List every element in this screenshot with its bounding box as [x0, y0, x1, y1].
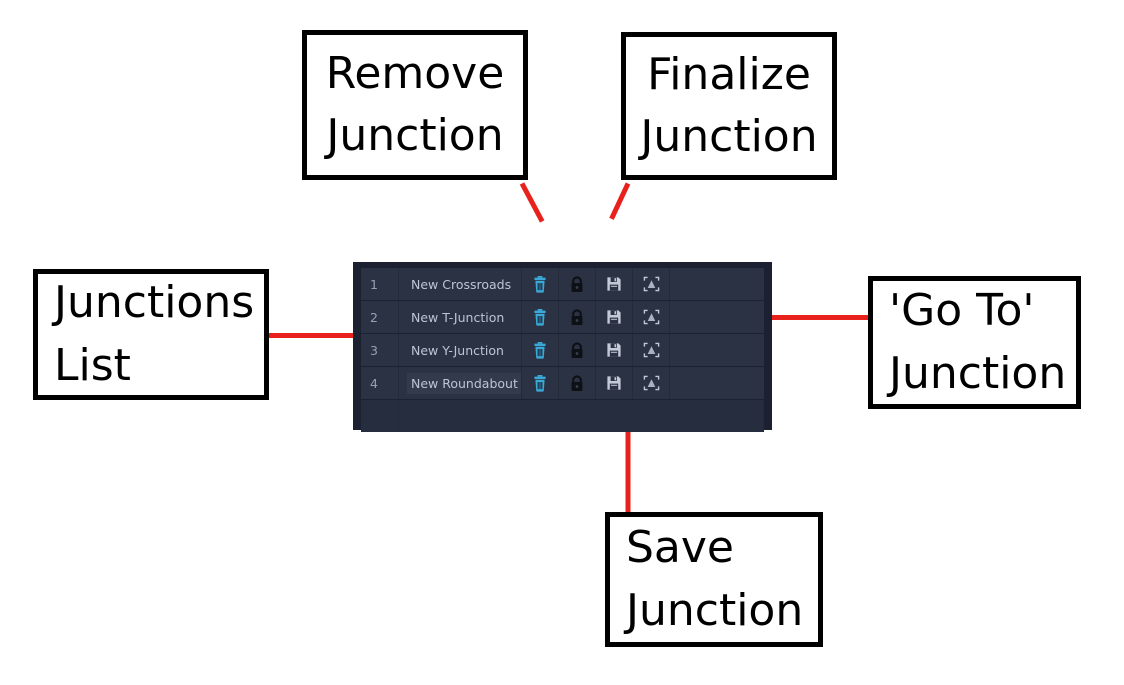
callout-save-junction: Save Junction [605, 512, 823, 647]
callout-line-1: Junctions [54, 277, 255, 329]
callout-line-1: Finalize [647, 48, 811, 100]
trash-icon[interactable] [532, 374, 548, 392]
junctions-table: 1 New Crossroads [361, 268, 764, 432]
table-row[interactable]: 2 New T-Junction [361, 301, 764, 334]
row-index: 2 [361, 301, 399, 333]
floppy-disk-icon[interactable] [606, 276, 622, 292]
trash-icon[interactable] [532, 341, 548, 359]
floppy-disk-icon[interactable] [606, 309, 622, 325]
remove-junction-button[interactable] [522, 301, 559, 333]
junction-name-cell[interactable]: New T-Junction [399, 301, 522, 333]
junction-name-input[interactable]: New Y-Junction [411, 342, 504, 358]
goto-target-icon[interactable] [643, 309, 660, 325]
junction-name-cell[interactable]: New Crossroads [399, 268, 522, 300]
goto-junction-button[interactable] [633, 367, 670, 399]
junction-name-cell[interactable]: New Roundabout [399, 367, 522, 399]
finalize-junction-button[interactable] [559, 301, 596, 333]
row-spacer [670, 334, 764, 366]
callout-line-2: Junction [626, 584, 804, 636]
junction-name-cell[interactable]: New Y-Junction [399, 334, 522, 366]
finalize-junction-button[interactable] [559, 367, 596, 399]
save-junction-button[interactable] [596, 334, 633, 366]
goto-junction-button[interactable] [633, 268, 670, 300]
leader-line-remove [519, 182, 545, 223]
finalize-junction-button[interactable] [559, 334, 596, 366]
save-junction-button[interactable] [596, 268, 633, 300]
trash-icon[interactable] [532, 275, 548, 293]
goto-target-icon[interactable] [643, 375, 660, 391]
row-index: 1 [361, 268, 399, 300]
finalize-junction-button[interactable] [559, 268, 596, 300]
callout-line-2: List [54, 339, 131, 391]
callout-line-2: Junction [889, 347, 1067, 399]
leader-line-list [268, 333, 356, 338]
row-spacer [670, 301, 764, 333]
trash-icon[interactable] [532, 308, 548, 326]
junction-name-input[interactable]: New T-Junction [411, 309, 505, 325]
row-index: 4 [361, 367, 399, 399]
junction-name-input[interactable]: New Crossroads [411, 276, 512, 292]
remove-junction-button[interactable] [522, 268, 559, 300]
callout-junctions-list: Junctions List [33, 269, 269, 400]
goto-target-icon[interactable] [643, 342, 660, 358]
row-index: 3 [361, 334, 399, 366]
save-junction-button[interactable] [596, 367, 633, 399]
table-row[interactable]: 3 New Y-Junction [361, 334, 764, 367]
junction-name-input[interactable]: New Roundabout [407, 372, 521, 394]
row-spacer [670, 367, 764, 399]
table-empty-area [361, 400, 764, 432]
callout-remove-junction: Remove Junction [302, 30, 528, 180]
goto-junction-button[interactable] [633, 334, 670, 366]
lock-icon[interactable] [569, 308, 585, 326]
leader-line-finalize [609, 182, 631, 220]
callout-line-1: Remove [325, 47, 505, 99]
floppy-disk-icon[interactable] [606, 375, 622, 391]
callout-line-1: 'Go To' [889, 285, 1035, 337]
empty-name-cell [399, 400, 764, 432]
save-junction-button[interactable] [596, 301, 633, 333]
table-row[interactable]: 1 New Crossroads [361, 268, 764, 301]
lock-icon[interactable] [569, 374, 585, 392]
remove-junction-button[interactable] [522, 367, 559, 399]
lock-icon[interactable] [569, 341, 585, 359]
callout-finalize-junction: Finalize Junction [621, 32, 837, 180]
lock-icon[interactable] [569, 275, 585, 293]
floppy-disk-icon[interactable] [606, 342, 622, 358]
junctions-list-panel: 1 New Crossroads [353, 262, 772, 432]
goto-junction-button[interactable] [633, 301, 670, 333]
table-row[interactable]: 4 New Roundabout [361, 367, 764, 400]
remove-junction-button[interactable] [522, 334, 559, 366]
callout-goto-junction: 'Go To' Junction [868, 276, 1081, 409]
empty-index-cell [361, 400, 399, 432]
goto-target-icon[interactable] [643, 276, 660, 292]
callout-line-2: Junction [640, 111, 818, 162]
callout-line-2: Junction [326, 110, 504, 161]
row-spacer [670, 268, 764, 300]
callout-line-1: Save [626, 522, 735, 574]
